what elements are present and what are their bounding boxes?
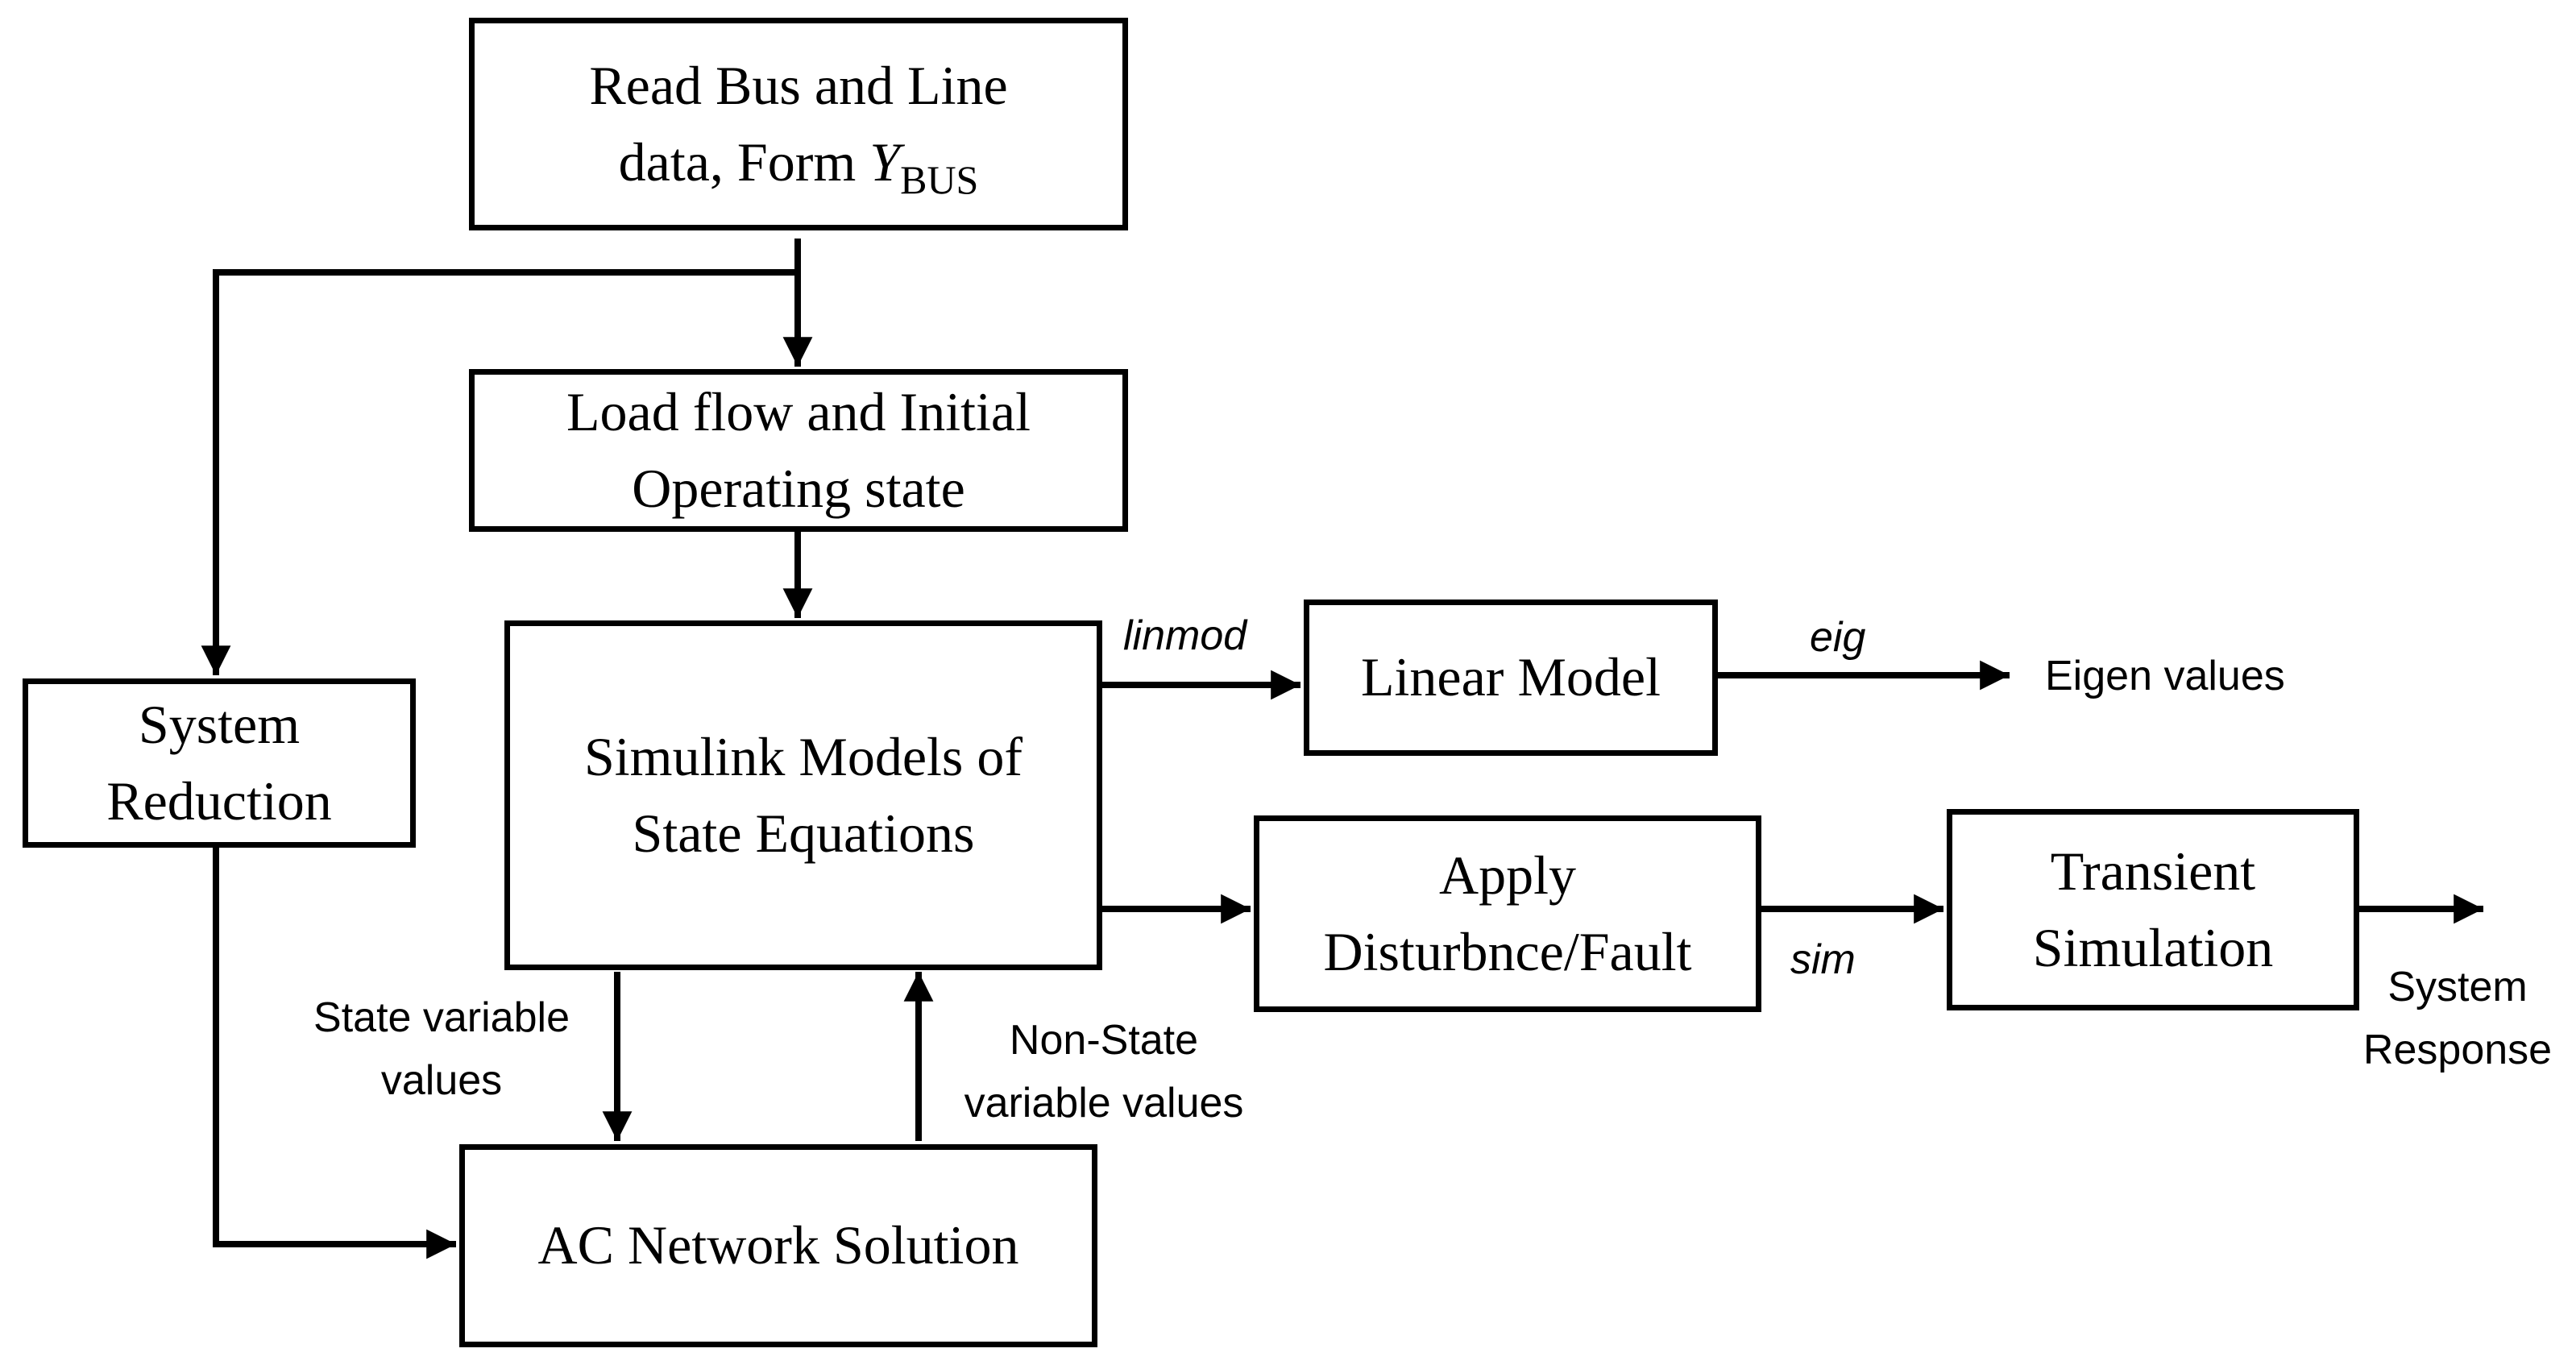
- system-reduction-line1: System: [138, 693, 301, 755]
- transient-simulation-box: Transient Simulation: [1947, 809, 2359, 1010]
- apply-disturbance-line1: Apply: [1439, 844, 1576, 906]
- load-flow-line2: Operating state: [632, 458, 965, 519]
- non-state-variable-values-label: Non-State variable values: [964, 1017, 1244, 1126]
- read-bus-line2: data, Form YBUS: [618, 131, 979, 202]
- eig-label: eig: [1810, 614, 1866, 661]
- apply-disturbance-line2: Disturbnce/Fault: [1323, 921, 1692, 982]
- linear-model-label: Linear Model: [1361, 646, 1661, 708]
- apply-disturbance-box: Apply Disturbnce/Fault: [1254, 815, 1761, 1012]
- simulink-line1: Simulink Models of: [583, 725, 1023, 787]
- arrow-branch-to-system-reduction: [201, 269, 798, 675]
- load-flow-line1: Load flow and Initial: [566, 380, 1031, 442]
- transient-line1: Transient: [2050, 840, 2256, 902]
- ybus-symbol: Y: [869, 131, 901, 193]
- linmod-label: linmod: [1123, 612, 1247, 659]
- ybus-subscript: BUS: [900, 157, 979, 202]
- system-reduction-box: System Reduction: [23, 678, 416, 848]
- simulink-line2: State Equations: [632, 803, 975, 864]
- read-bus-line1: Read Bus and Line: [589, 54, 1008, 116]
- transient-line2: Simulation: [2032, 917, 2274, 978]
- ac-network-label: AC Network Solution: [537, 1214, 1019, 1276]
- load-flow-box: Load flow and Initial Operating state: [469, 369, 1128, 532]
- system-reduction-line2: Reduction: [106, 770, 332, 832]
- read-bus-box: Read Bus and Line data, Form YBUS: [469, 18, 1128, 230]
- ac-network-box: AC Network Solution: [459, 1144, 1097, 1347]
- linear-model-box: Linear Model: [1304, 600, 1718, 756]
- state-variable-values-label: State variable values: [313, 994, 570, 1104]
- sim-label: sim: [1790, 936, 1856, 983]
- arrow-system-reduction-to-ac-network: [213, 846, 456, 1259]
- eigen-values-label: Eigen values: [2045, 653, 2285, 699]
- system-response-label: System Response: [2362, 964, 2553, 1073]
- simulink-models-box: Simulink Models of State Equations: [504, 620, 1102, 970]
